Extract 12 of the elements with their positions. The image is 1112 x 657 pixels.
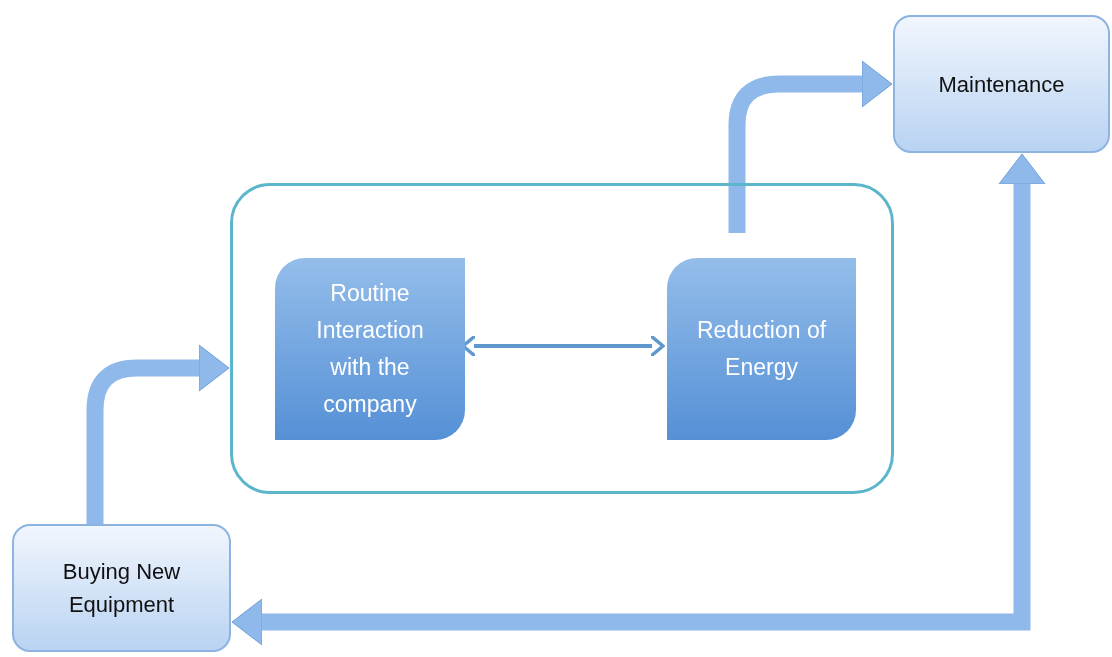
node-label: Buying New Equipment	[61, 558, 182, 619]
rounded-box	[12, 524, 231, 652]
arrow	[231, 153, 1046, 646]
node-label: Reduction of Energy	[695, 316, 828, 382]
arrow	[728, 60, 893, 233]
group-frame	[230, 183, 894, 494]
process-box	[275, 258, 465, 440]
rounded-box	[893, 15, 1110, 153]
arrow	[86, 344, 230, 524]
node-label: Routine Interaction with the company	[315, 279, 425, 419]
process-box	[667, 258, 856, 440]
node-label: Maintenance	[938, 70, 1065, 99]
